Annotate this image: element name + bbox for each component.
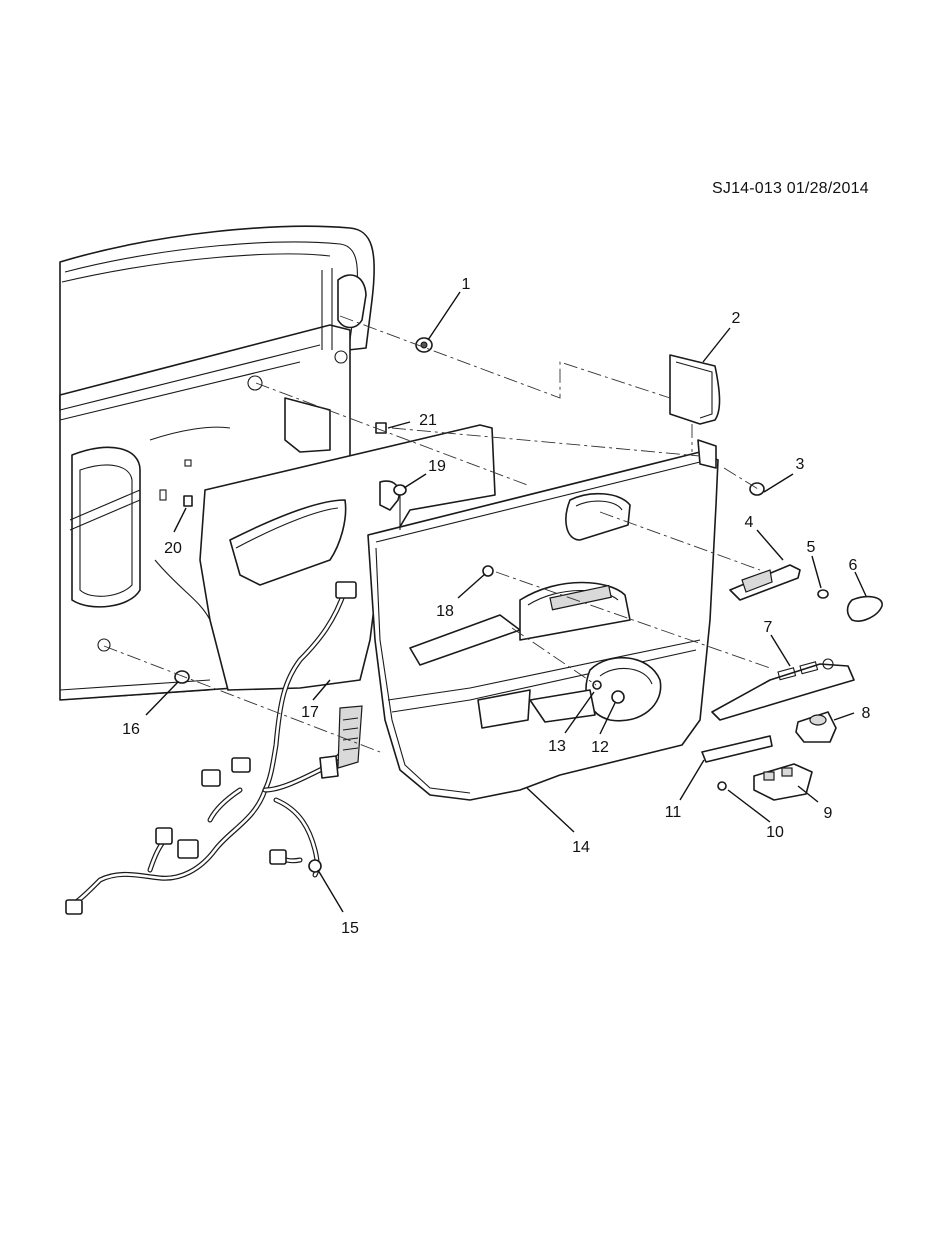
callout-2: 2 xyxy=(732,310,741,327)
part-16-retainer xyxy=(174,670,190,684)
callout-leaders xyxy=(145,291,867,913)
water-deflector xyxy=(199,424,496,691)
door-trim-panel xyxy=(367,439,719,801)
part-18-screw xyxy=(482,565,494,577)
part-13-screw xyxy=(592,680,602,690)
part-3-cap xyxy=(749,482,765,496)
callout-15: 15 xyxy=(341,920,359,937)
part-20-clip xyxy=(183,495,193,507)
callout-20: 20 xyxy=(164,540,182,557)
assembly-lines xyxy=(103,315,771,753)
callout-12: 12 xyxy=(591,739,609,756)
callout-21: 21 xyxy=(419,412,437,429)
part-11-bracket xyxy=(701,735,773,763)
callout-19: 19 xyxy=(428,458,446,475)
callout-1: 1 xyxy=(462,276,471,293)
part-7-switch-bezel xyxy=(711,658,855,721)
callout-16: 16 xyxy=(122,721,140,738)
callout-11: 11 xyxy=(665,804,682,821)
callout-10: 10 xyxy=(766,824,784,841)
part-4-inside-handle xyxy=(729,564,801,601)
callout-18: 18 xyxy=(436,603,454,620)
part-9-window-switch xyxy=(753,763,813,801)
callout-numbers: 1 2 3 4 5 6 7 8 9 10 11 12 13 14 15 16 1… xyxy=(122,276,870,937)
diagram-code: SJ14-013 01/28/2014 xyxy=(712,180,869,197)
callout-5: 5 xyxy=(807,539,816,556)
callout-3: 3 xyxy=(796,456,805,473)
part-5-screw xyxy=(817,589,829,599)
callout-9: 9 xyxy=(824,805,833,822)
part-12-clip xyxy=(611,690,625,704)
callout-17: 17 xyxy=(301,704,319,721)
part-6-cover xyxy=(846,595,883,622)
part-8-mirror-switch xyxy=(795,711,837,743)
callout-4: 4 xyxy=(745,514,754,531)
callout-6: 6 xyxy=(849,557,858,574)
callout-13: 13 xyxy=(548,738,566,755)
wiring-harness xyxy=(65,581,363,915)
part-19-pin xyxy=(393,484,407,530)
part-10-screw xyxy=(717,781,727,791)
part-2-mirror-patch xyxy=(669,354,721,425)
callout-8: 8 xyxy=(862,705,871,722)
callout-14: 14 xyxy=(572,839,590,856)
callout-7: 7 xyxy=(764,619,773,636)
